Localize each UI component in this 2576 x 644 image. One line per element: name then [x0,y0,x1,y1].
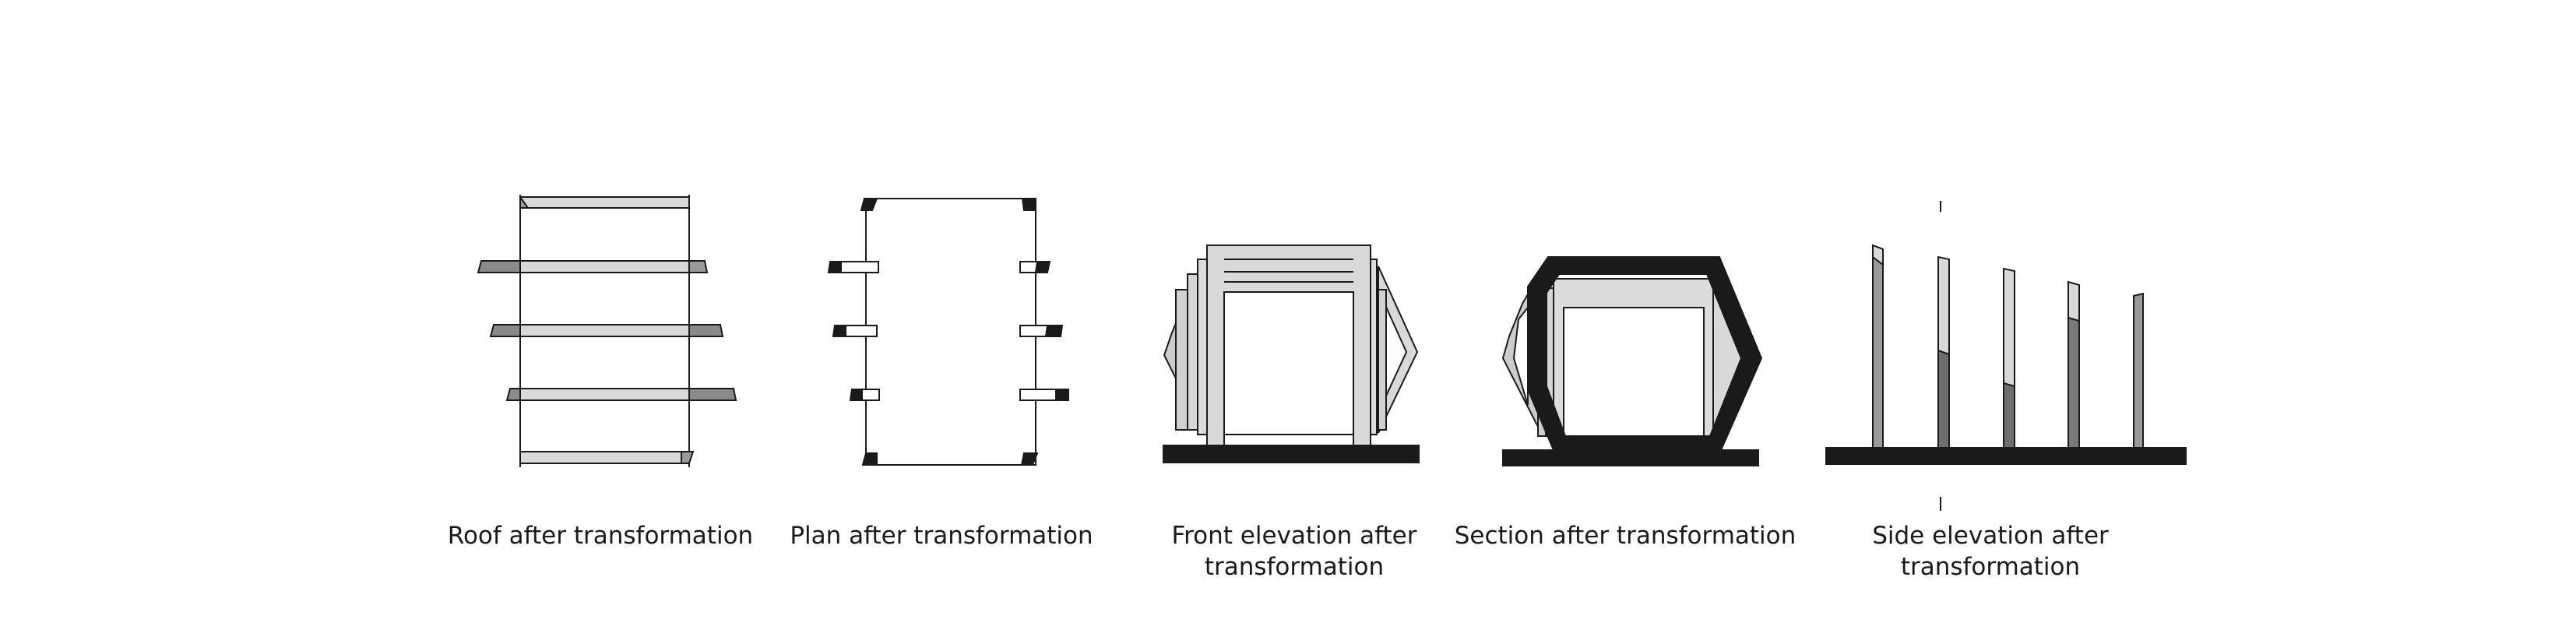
side-fin-5 [2133,292,2144,449]
caption-side-line-2: transformation [1900,553,2081,581]
roof-drawing [477,194,737,467]
plan-column-pair-3 [849,389,1069,401]
plan-column-pair-2 [832,325,1064,337]
plan-outline [865,198,1036,466]
front-ground-slab [1163,445,1420,463]
caption-section-line-1: Section after transformation [1454,522,1797,550]
caption-front-line-2: transformation [1204,553,1385,581]
roof-slab-bottom [519,451,695,464]
plan-corner-tr [1021,198,1037,211]
caption-plan: Plan after transformation [762,520,1121,551]
section-left-wing-inner [1512,305,1529,406]
plan-corner-br [1020,452,1039,466]
section-inner-frame-1 [1553,278,1714,439]
front-frame-main [1206,245,1371,446]
side-fin-2 [1937,255,1950,449]
caption-roof-line-1: Roof after transformation [447,522,754,550]
caption-front-elevation: Front elevation after transformation [1115,520,1473,582]
side-fin-3 [2003,267,2015,449]
plan-corner-tl [860,198,878,211]
plan-drawing [827,198,1069,466]
side-ground-slab [1825,447,2187,465]
caption-section: Section after transformation [1446,520,1804,551]
roof-beam-2 [489,324,724,337]
plan-column-pair-1 [827,261,1051,273]
side-elevation-drawing [1825,201,2187,511]
side-fin-1 [1872,244,1884,449]
roof-beam-1 [477,260,709,273]
section-drawing [1501,256,1763,466]
section-ground-slab [1502,449,1759,466]
caption-plan-line-1: Plan after transformation [790,522,1093,550]
roof-beam-3 [505,388,737,401]
side-fin-4 [2067,280,2080,449]
caption-front-line-1: Front elevation after [1171,522,1417,550]
front-elevation-drawing [1163,245,1420,463]
caption-side-elevation: Side elevation after transformation [1811,520,2170,582]
plan-corner-bl [861,452,878,466]
caption-side-line-1: Side elevation after [1872,522,2109,550]
roof-slab-top [519,194,690,209]
caption-roof: Roof after transformation [421,520,779,551]
section-hexagon-shell [1527,256,1763,451]
